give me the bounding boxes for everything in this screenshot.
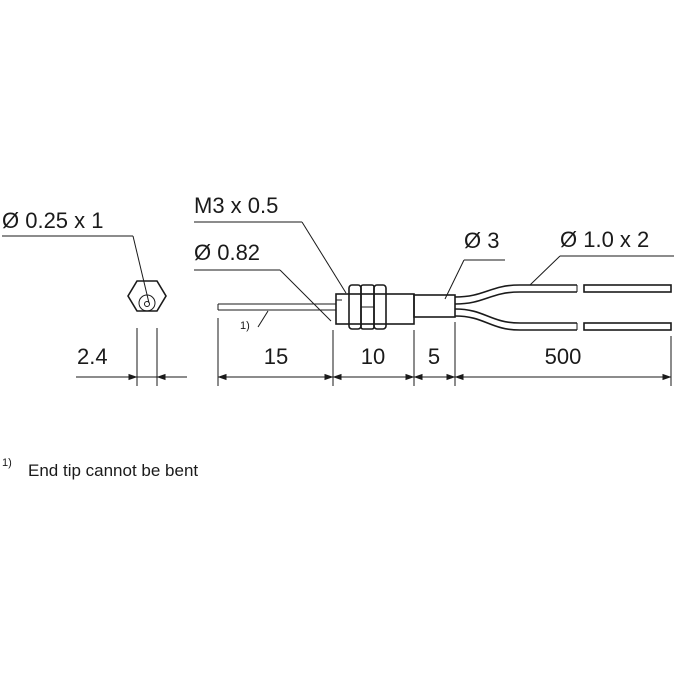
fiber-core-leader bbox=[132, 235, 150, 304]
fiber-core-label: Ø 0.25 x 1 bbox=[2, 208, 104, 233]
fiber-upper bbox=[454, 284, 577, 298]
side-view: M3 x 0.5 Ø 0.82 Ø 3 Ø 1.0 x 2 1) 15 10 5… bbox=[194, 193, 674, 386]
footnote-text: End tip cannot be bent bbox=[28, 461, 198, 480]
footnote-ref-marker: 1) bbox=[240, 320, 250, 332]
footnote-ref-leader bbox=[257, 310, 269, 328]
hex-fiber-dot bbox=[144, 301, 150, 307]
fiber-lower-end bbox=[583, 322, 672, 331]
fiber-upper-inner bbox=[454, 291, 577, 305]
thread-label: M3 x 0.5 bbox=[194, 193, 278, 218]
cable-diameter-label: Ø 3 bbox=[464, 228, 499, 253]
dimension-10: 10 bbox=[361, 344, 385, 369]
hex-width-dimension: 2.4 bbox=[77, 344, 108, 369]
fiber-diameter-label: Ø 1.0 x 2 bbox=[560, 227, 649, 252]
dimension-500: 500 bbox=[545, 344, 582, 369]
hex-core-circle bbox=[138, 294, 156, 312]
thread-section bbox=[335, 293, 415, 325]
sleeve-diameter-label: Ø 0.82 bbox=[194, 240, 260, 265]
dimension-15: 15 bbox=[264, 344, 288, 369]
fiber-diameter-leader bbox=[529, 255, 561, 286]
body-section bbox=[413, 294, 456, 318]
sleeve-leader bbox=[279, 269, 332, 322]
fiber-upper-end bbox=[583, 284, 672, 293]
dimension-5: 5 bbox=[428, 344, 440, 369]
nut-left bbox=[348, 284, 362, 330]
footnote-marker: 1) bbox=[2, 457, 12, 469]
thread-leader bbox=[301, 221, 347, 294]
fiber-lower-inner bbox=[454, 315, 577, 331]
hex-end-view: Ø 0.25 x 1 2.4 bbox=[2, 208, 187, 386]
footnote: 1) End tip cannot be bent bbox=[2, 457, 198, 480]
fiber-lower bbox=[454, 308, 577, 324]
cable-leader bbox=[444, 259, 465, 300]
hex-outline bbox=[127, 280, 167, 312]
nut-right bbox=[373, 284, 387, 330]
